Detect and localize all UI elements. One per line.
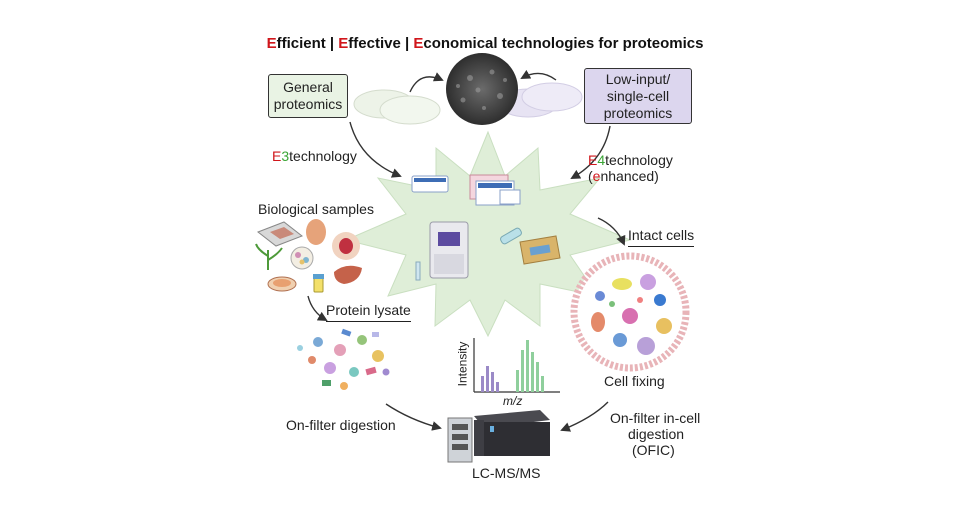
e3-technology-label: E3technology	[272, 148, 357, 164]
general-proteomics-label: General proteomics	[273, 79, 343, 112]
e4-technology-label: E4technology	[588, 152, 673, 168]
arrow-samples-to-lysate	[307, 295, 328, 321]
arrow-ofic-to-lcms	[560, 401, 609, 432]
title-e1: E	[266, 35, 277, 52]
on-filter-digestion-label: On-filter digestion	[286, 417, 396, 433]
protein-lysate-label: Protein lysate	[326, 302, 411, 322]
ofic-label-line1: On-filter in-cell	[610, 410, 701, 426]
intact-cells-circle	[570, 252, 690, 372]
arrow-right-disc-to-sem	[520, 69, 557, 81]
cell-fixing-label: Cell fixing	[604, 373, 665, 389]
arrow-digestion-to-lcms	[385, 403, 442, 431]
title-w3: conomical technologies for proteomics	[423, 35, 704, 52]
biological-samples-label: Biological samples	[258, 201, 374, 217]
title-w2: ffective |	[348, 35, 414, 52]
sample-petri-dish	[267, 276, 297, 292]
lcms-instrument	[447, 410, 550, 463]
sample-liver	[334, 265, 362, 284]
sample-plant	[255, 243, 283, 270]
membrane-disc-right-front	[521, 82, 583, 112]
sem-texture	[456, 69, 507, 110]
product-box	[519, 235, 561, 265]
title-w1: fficient |	[276, 35, 339, 52]
arrow-left-disc-to-sem	[409, 72, 444, 93]
product-plate-left	[411, 175, 449, 193]
arrow-star-to-cells	[597, 217, 626, 246]
sample-tube	[313, 274, 324, 293]
ofic-label-line2: digestion	[628, 426, 685, 442]
general-proteomics-box: General proteomics	[268, 74, 348, 118]
lcms-label: LC-MS/MS	[472, 465, 541, 481]
e4-enhanced-label: (enhanced)	[588, 168, 659, 184]
arrow-general-to-star	[349, 121, 402, 178]
title-e2: E	[338, 35, 349, 52]
sample-cell-culture	[290, 246, 314, 270]
sample-kidney	[306, 219, 326, 245]
membrane-disc-left-front	[379, 95, 441, 125]
spectrum-x-label: m/z	[503, 394, 523, 408]
product-plate-stack	[469, 174, 521, 206]
membrane-sem-image	[446, 53, 518, 125]
central-starburst	[344, 130, 632, 338]
product-pipette	[415, 261, 421, 281]
intact-cells-label: Intact cells	[628, 227, 695, 247]
protein-lysate-cluster	[297, 328, 390, 390]
arrow-lowinput-to-star	[570, 125, 611, 179]
title-e3: E	[413, 35, 424, 52]
spectrum-y-label: Intensity	[455, 341, 470, 387]
product-pouch	[429, 221, 469, 279]
ofic-label-line3: (OFIC)	[632, 442, 675, 458]
ms-spectrum	[473, 338, 560, 393]
sample-tissue-slide	[256, 221, 304, 247]
lowinput-proteomics-label: Low-input/ single-cell proteomics	[603, 70, 673, 121]
lowinput-proteomics-box: Low-input/ single-cell proteomics	[584, 68, 692, 124]
product-tube	[500, 227, 522, 245]
diagram-title: Efficient | Effective | Economical techn…	[0, 35, 970, 52]
sample-mouth	[332, 232, 360, 260]
